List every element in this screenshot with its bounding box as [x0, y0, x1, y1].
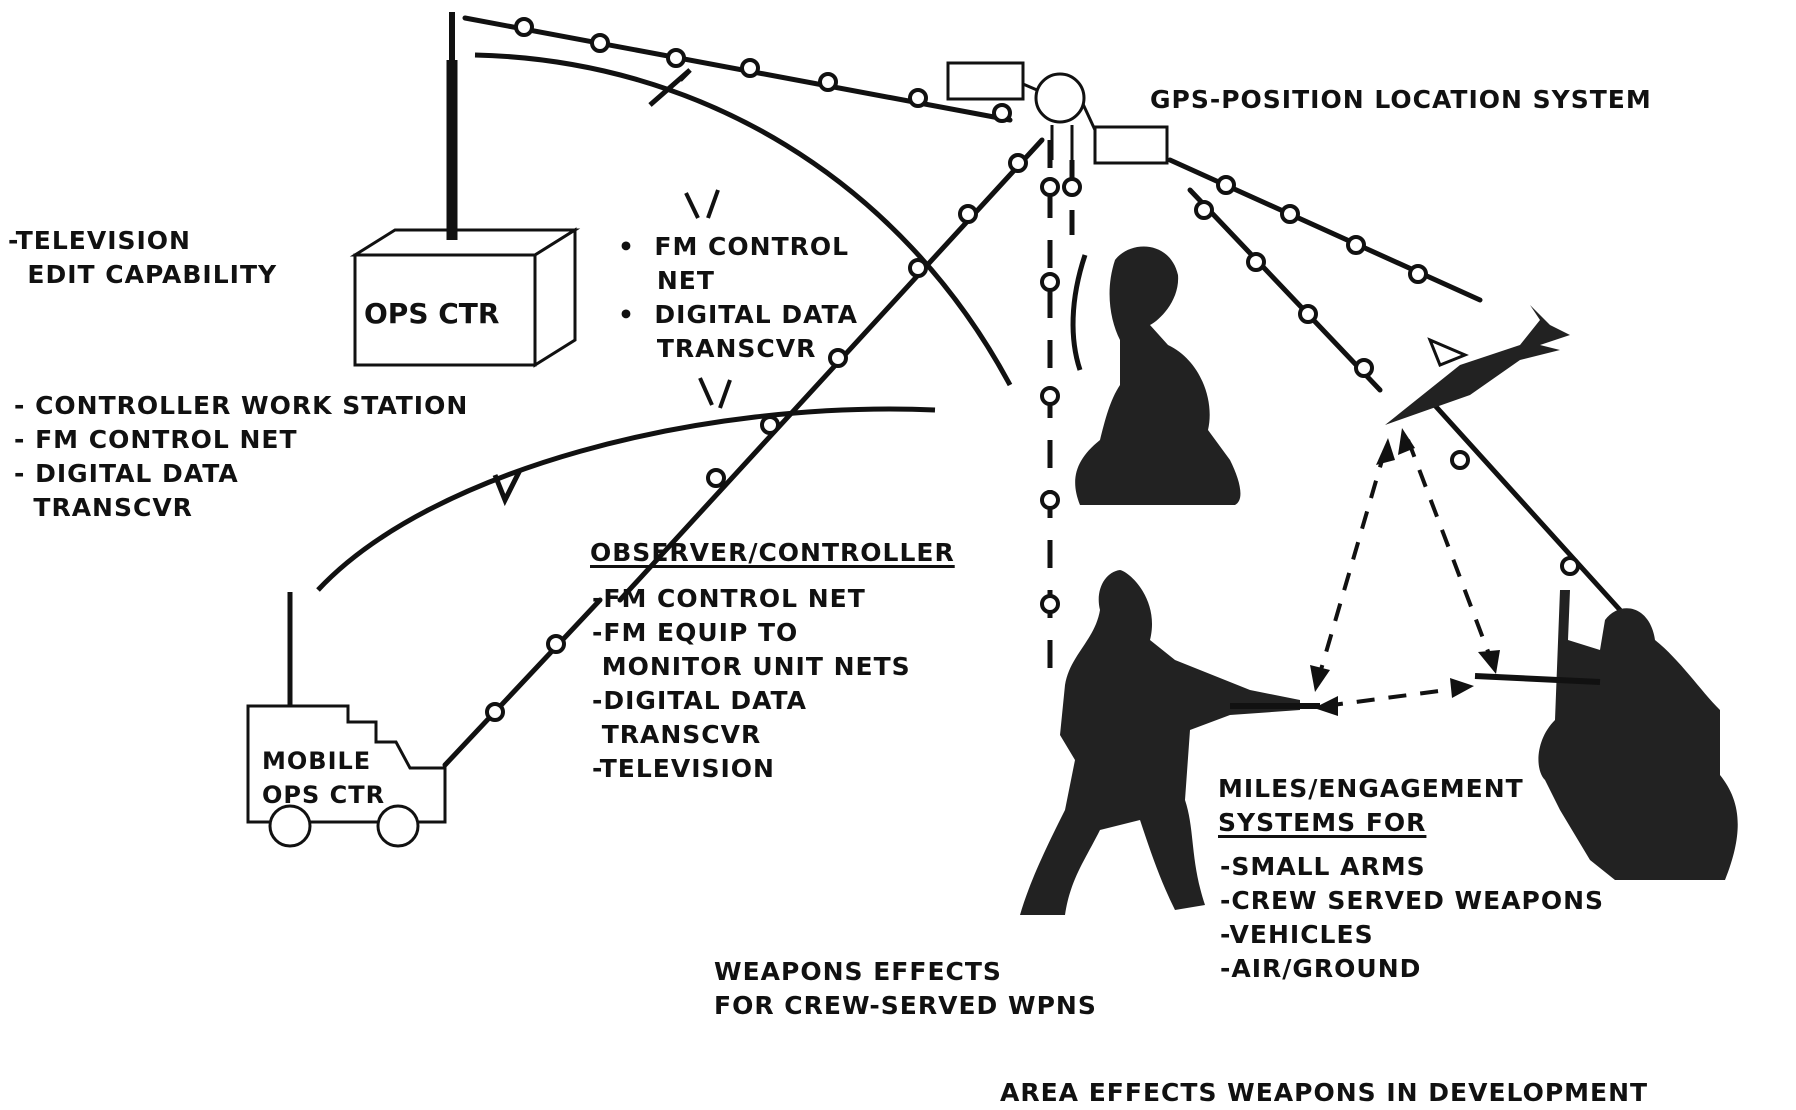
fm-digital-line-3: • DIGITAL DATA	[618, 300, 858, 329]
observer-line-1: -FM CONTROL NET	[592, 584, 866, 613]
observer-title: OBSERVER/CONTROLLER	[590, 538, 955, 567]
miles-line-1: -SMALL ARMS	[1220, 852, 1426, 881]
miles-title-line-1: MILES/ENGAGEMENT	[1218, 774, 1524, 803]
ops-ctr-box	[349, 227, 581, 368]
miles-title: MILES/ENGAGEMENT SYSTEMS FOR	[1218, 772, 1524, 840]
fm-digital-line-1: • FM CONTROL	[618, 232, 850, 261]
engagement-arrows	[1310, 428, 1500, 716]
tv-edit-line-2: EDIT CAPABILITY	[8, 260, 278, 289]
gps-link-top	[462, 15, 1013, 123]
controller-ws-line-3: - DIGITAL DATA	[14, 459, 239, 488]
miles-line-3: -VEHICLES	[1220, 920, 1374, 949]
controller-ws-line-1: - CONTROLLER WORK STATION	[14, 391, 469, 420]
observer-list: -FM CONTROL NET -FM EQUIP TO MONITOR UNI…	[592, 582, 911, 786]
observer-line-4: -DIGITAL DATA	[592, 686, 807, 715]
gps-link-observer	[617, 137, 1045, 603]
controller-ws-list: - CONTROLLER WORK STATION - FM CONTROL N…	[14, 389, 468, 525]
soldier-icon-crew	[1474, 590, 1738, 880]
weapons-effects-line-2: FOR CREW-SERVED WPNS	[714, 991, 1097, 1020]
ops-ctr-label: OPS CTR	[364, 297, 500, 330]
tv-edit-label: -TELEVISION EDIT CAPABILITY	[8, 224, 277, 292]
mobile-ops-line-2: OPS CTR	[262, 781, 386, 809]
miles-line-4: -AIR/GROUND	[1220, 954, 1422, 983]
gps-label: GPS-POSITION LOCATION SYSTEM	[1150, 85, 1652, 114]
truck-icon	[246, 592, 447, 848]
tv-edit-line-1: -TELEVISION	[8, 226, 191, 255]
radio-wave-icon	[316, 52, 1013, 592]
soldier-icon-rifleman	[1020, 570, 1320, 915]
fm-digital-line-2: NET	[618, 266, 715, 295]
jet-icon	[1385, 305, 1570, 425]
controller-ws-line-4: TRANSCVR	[14, 493, 193, 522]
mobile-ops-label: MOBILE OPS CTR	[262, 744, 385, 812]
gps-link-crew	[1187, 187, 1623, 613]
soldier-icon-radio	[1070, 246, 1241, 506]
satellite-icon	[946, 61, 1169, 165]
observer-line-3: MONITOR UNIT NETS	[592, 652, 911, 681]
weapons-effects-label: WEAPONS EFFECTS FOR CREW-SERVED WPNS	[714, 955, 1097, 1023]
fm-digital-line-4: TRANSCVR	[618, 334, 817, 363]
area-effects-label: AREA EFFECTS WEAPONS IN DEVELOPMENT	[1000, 1078, 1649, 1107]
observer-line-5: TRANSCVR	[592, 720, 762, 749]
miles-title-line-2: SYSTEMS FOR	[1218, 808, 1427, 837]
fm-digital-list: • FM CONTROL NET • DIGITAL DATA TRANSCVR	[618, 230, 858, 366]
gps-link-soldier-dashed	[1040, 140, 1082, 680]
gps-link-jet	[1167, 157, 1483, 303]
controller-ws-line-2: - FM CONTROL NET	[14, 425, 298, 454]
observer-line-2: -FM EQUIP TO	[592, 618, 799, 647]
miles-list: -SMALL ARMS -CREW SERVED WEAPONS -VEHICL…	[1220, 850, 1604, 986]
weapons-effects-line-1: WEAPONS EFFECTS	[714, 957, 1002, 986]
gps-link-mobile	[442, 597, 603, 768]
mobile-ops-line-1: MOBILE	[262, 747, 372, 775]
miles-line-2: -CREW SERVED WEAPONS	[1220, 886, 1605, 915]
observer-line-6: -TELEVISION	[592, 754, 775, 783]
